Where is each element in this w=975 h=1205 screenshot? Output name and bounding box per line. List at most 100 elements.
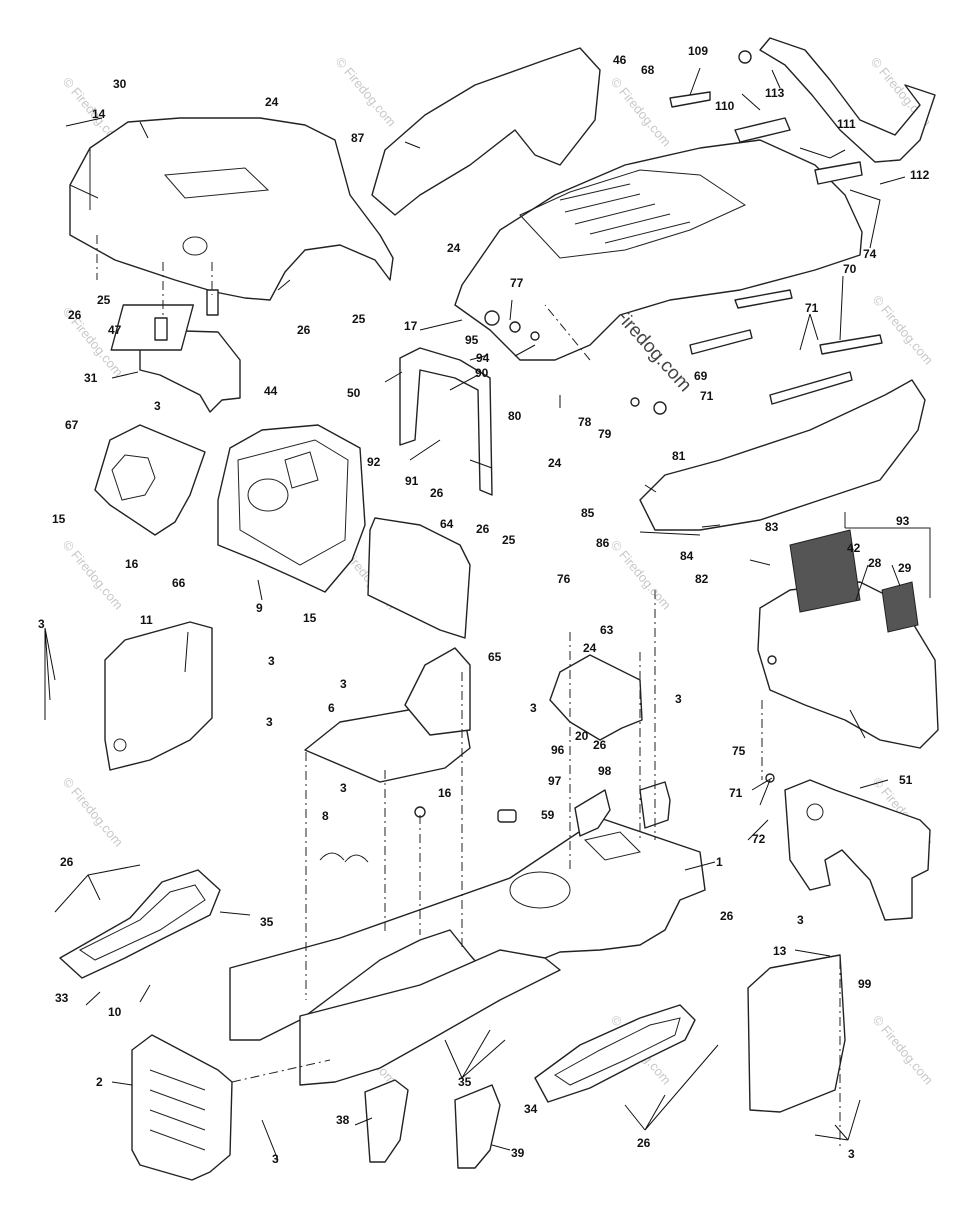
side-plate-rear-left bbox=[104, 621, 213, 771]
leader bbox=[44, 627, 56, 720]
frame-opening bbox=[509, 871, 571, 909]
callout-15: 15 bbox=[52, 512, 66, 526]
bracket-39 bbox=[454, 1084, 501, 1169]
callout-76: 76 bbox=[557, 572, 571, 586]
callout-71: 71 bbox=[700, 389, 714, 403]
leader bbox=[794, 949, 831, 957]
bushing bbox=[497, 809, 517, 823]
callout-51: 51 bbox=[899, 773, 913, 787]
leader bbox=[624, 1044, 719, 1131]
callout-59: 59 bbox=[541, 808, 555, 822]
leader bbox=[469, 299, 536, 361]
callout-15: 15 bbox=[303, 611, 317, 625]
callout-64: 64 bbox=[440, 517, 454, 531]
callout-80: 80 bbox=[508, 409, 522, 423]
callout-109: 109 bbox=[688, 44, 708, 58]
hood-rod bbox=[734, 289, 793, 309]
hood-rod bbox=[819, 334, 883, 355]
console-column-hole bbox=[247, 478, 289, 512]
callout-72: 72 bbox=[752, 832, 766, 846]
callout-83: 83 bbox=[765, 520, 779, 534]
assembly-line bbox=[569, 590, 656, 870]
callout-10: 10 bbox=[108, 1005, 122, 1019]
hood-grille bbox=[519, 169, 747, 259]
callout-26: 26 bbox=[430, 486, 444, 500]
grille-screen-left bbox=[789, 529, 861, 613]
callout-93: 93 bbox=[896, 514, 910, 528]
bumper-bracket bbox=[734, 117, 791, 143]
foot-rest-right bbox=[534, 1004, 696, 1103]
callout-90: 90 bbox=[475, 366, 489, 380]
callout-1: 1 bbox=[716, 855, 723, 869]
leader bbox=[849, 564, 901, 739]
callout-3: 3 bbox=[340, 677, 347, 691]
leader bbox=[65, 117, 291, 291]
callout-81: 81 bbox=[672, 449, 686, 463]
callout-42: 42 bbox=[847, 541, 861, 555]
callout-33: 33 bbox=[55, 991, 69, 1005]
leader bbox=[684, 861, 716, 871]
foot-rest-opening bbox=[554, 1017, 681, 1086]
fender-edge bbox=[69, 148, 99, 210]
bracket-97 bbox=[574, 789, 611, 837]
callout-25: 25 bbox=[352, 312, 366, 326]
assembly-line bbox=[305, 672, 463, 1000]
console-slot bbox=[284, 451, 319, 489]
leader bbox=[747, 779, 771, 841]
bracket bbox=[367, 517, 471, 639]
bumper-bracket bbox=[814, 161, 863, 185]
callout-20: 20 bbox=[575, 729, 589, 743]
callout-28: 28 bbox=[868, 556, 882, 570]
foot-rest-left bbox=[59, 869, 221, 979]
callout-69: 69 bbox=[694, 369, 708, 383]
callout-97: 97 bbox=[548, 774, 562, 788]
leader bbox=[184, 631, 189, 673]
callout-70: 70 bbox=[843, 262, 857, 276]
callout-26: 26 bbox=[60, 855, 74, 869]
callout-29: 29 bbox=[898, 561, 912, 575]
cover bbox=[94, 424, 206, 536]
console-inner bbox=[237, 439, 349, 566]
callout-87: 87 bbox=[351, 131, 365, 145]
callout-25: 25 bbox=[97, 293, 111, 307]
hole bbox=[113, 738, 127, 752]
dash-panel bbox=[399, 347, 493, 496]
clamp bbox=[319, 852, 369, 863]
callout-17: 17 bbox=[404, 319, 418, 333]
leader bbox=[409, 374, 493, 469]
callout-3: 3 bbox=[266, 715, 273, 729]
side-plate-left bbox=[131, 1034, 233, 1181]
callout-50: 50 bbox=[347, 386, 361, 400]
bumper-bar bbox=[759, 37, 936, 163]
callout-95: 95 bbox=[465, 333, 479, 347]
callout-24: 24 bbox=[583, 641, 597, 655]
callout-3: 3 bbox=[848, 1147, 855, 1161]
washer bbox=[530, 331, 540, 341]
callout-11: 11 bbox=[140, 613, 153, 627]
frame bbox=[229, 817, 706, 1041]
callout-24: 24 bbox=[447, 241, 461, 255]
cover-opening bbox=[111, 454, 156, 501]
leader bbox=[139, 911, 251, 1003]
callout-26: 26 bbox=[297, 323, 311, 337]
foot-rest-opening bbox=[79, 884, 206, 961]
fender-cap bbox=[182, 236, 208, 256]
callout-3: 3 bbox=[340, 781, 347, 795]
callout-8: 8 bbox=[322, 809, 329, 823]
callout-66: 66 bbox=[172, 576, 186, 590]
hood-vents bbox=[559, 183, 691, 244]
callout-3: 3 bbox=[272, 1152, 279, 1166]
leader bbox=[404, 141, 421, 149]
assembly-line bbox=[231, 1059, 331, 1083]
screen-bracket-line bbox=[844, 512, 931, 598]
watermark: © Firedog.com bbox=[608, 537, 674, 612]
callout-47: 47 bbox=[108, 323, 122, 337]
bushing bbox=[484, 310, 500, 326]
leader bbox=[384, 371, 403, 383]
watermark: © Firedog.com bbox=[870, 292, 936, 367]
grille-screen-right bbox=[881, 581, 919, 633]
parts bbox=[44, 37, 939, 1181]
hood-rod bbox=[769, 371, 853, 405]
callout-24: 24 bbox=[265, 95, 279, 109]
callout-25: 25 bbox=[502, 533, 516, 547]
